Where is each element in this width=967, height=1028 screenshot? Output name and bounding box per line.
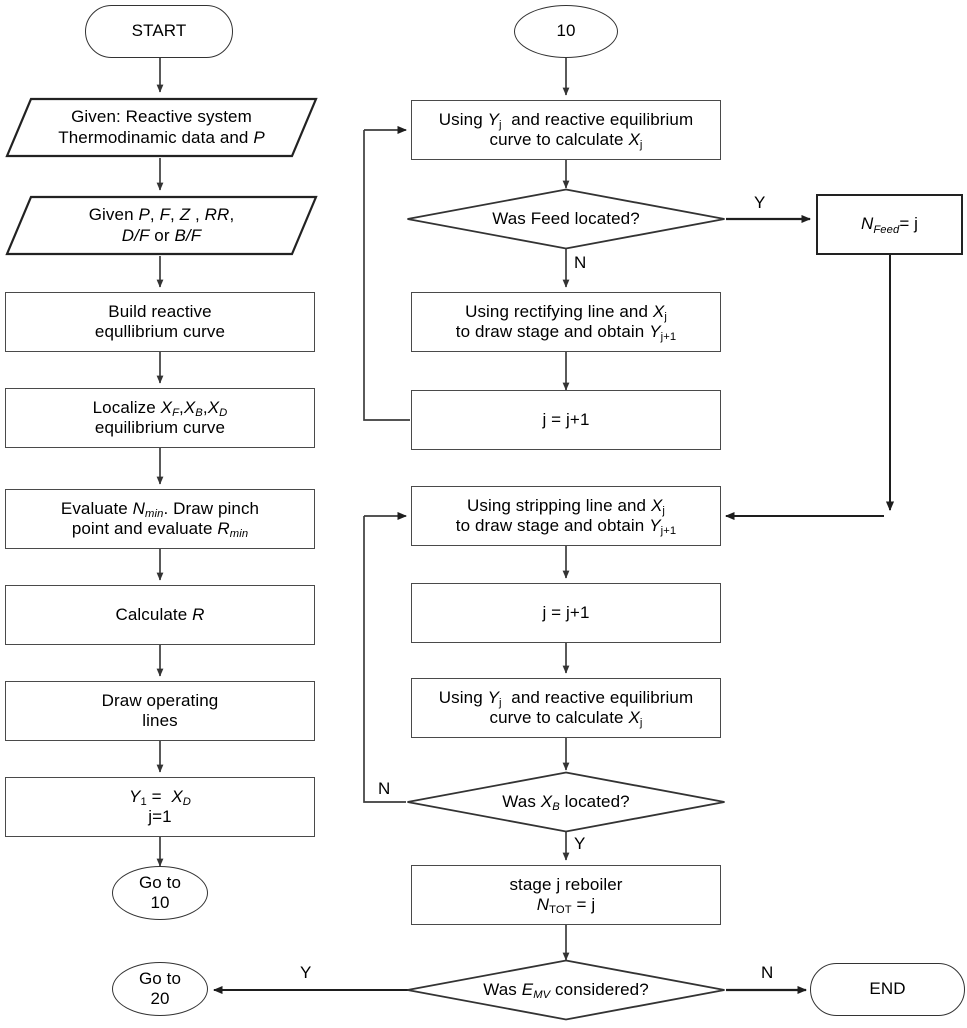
node-localize-line2: equilibrium curve bbox=[94, 418, 226, 437]
edge-label-feed-yes: Y bbox=[754, 193, 766, 212]
node-build-curve-line1: Build reactive bbox=[108, 301, 212, 321]
node-incr-j-top-label: j = j+1 bbox=[542, 409, 590, 429]
node-given-system[interactable]: Given: Reactive system Thermodinamic dat… bbox=[5, 97, 318, 158]
node-was-feed-located[interactable]: Was Feed located? bbox=[406, 188, 726, 250]
edge-label-feed-no: N bbox=[574, 253, 587, 272]
diamond-shape bbox=[407, 188, 725, 250]
diamond-shape bbox=[407, 771, 725, 833]
node-reboiler[interactable]: stage j reboiler NTOT = j bbox=[411, 865, 721, 925]
node-goto-20-line1: Go to bbox=[138, 968, 182, 988]
node-nfeed-label: NFeed= j bbox=[860, 214, 919, 236]
node-stripping[interactable]: Using stripping line and Xj to draw stag… bbox=[411, 486, 721, 546]
node-draw-lines-line1: Draw operating bbox=[101, 690, 219, 710]
node-stripping-line2: to draw stage and obtain Yj+1 bbox=[455, 516, 677, 538]
node-localize-line1: Localize XF,XB,XD bbox=[92, 397, 228, 420]
edge-label-xb-yes: Y bbox=[574, 834, 586, 853]
node-given-system-line2: Thermodinamic data and P bbox=[58, 127, 265, 147]
node-build-curve[interactable]: Build reactive equllibrium curve bbox=[5, 292, 315, 352]
parallelogram-shape bbox=[5, 97, 318, 158]
node-end-label: END bbox=[869, 979, 906, 999]
node-calculate-r-label: Calculate R bbox=[115, 604, 205, 624]
node-was-emv-considered-label: Was EMV considered? bbox=[483, 979, 649, 1002]
node-using-yj-bottom-line1: Using Yj and reactive equilibrium bbox=[438, 687, 694, 710]
node-using-yj-bottom-line2: curve to calculate Xj bbox=[489, 708, 643, 730]
node-goto-10-line2: 10 bbox=[150, 893, 170, 912]
node-connector-10[interactable]: 10 bbox=[514, 5, 618, 58]
node-evaluate-nmin-line1: Evaluate Nmin. Draw pinch bbox=[60, 498, 260, 521]
node-was-emv-considered[interactable]: Was EMV considered? bbox=[406, 959, 726, 1021]
node-localize[interactable]: Localize XF,XB,XD equilibrium curve bbox=[5, 388, 315, 448]
node-reboiler-line1: stage j reboiler bbox=[509, 874, 623, 894]
node-given-params-line1: Given P, F, Z , RR, bbox=[88, 205, 235, 225]
node-draw-lines-line2: lines bbox=[142, 711, 178, 730]
edge-label-emv-no: N bbox=[761, 963, 774, 982]
parallelogram-shape bbox=[5, 195, 318, 256]
edge-label-xb-no: N bbox=[378, 779, 391, 798]
node-using-yj-top[interactable]: Using Yj and reactive equilibrium curve … bbox=[411, 100, 721, 160]
node-end[interactable]: END bbox=[810, 963, 965, 1016]
node-rectifying[interactable]: Using rectifying line and Xj to draw sta… bbox=[411, 292, 721, 352]
node-start-label: START bbox=[131, 21, 187, 41]
node-given-system-line1: Given: Reactive system bbox=[71, 107, 252, 127]
node-build-curve-line2: equllibrium curve bbox=[94, 322, 226, 341]
node-given-params[interactable]: Given P, F, Z , RR, D/F or B/F bbox=[5, 195, 318, 256]
node-evaluate-nmin[interactable]: Evaluate Nmin. Draw pinch point and eval… bbox=[5, 489, 315, 549]
node-was-feed-located-label: Was Feed located? bbox=[492, 208, 640, 228]
node-using-yj-bottom[interactable]: Using Yj and reactive equilibrium curve … bbox=[411, 678, 721, 738]
node-calculate-r[interactable]: Calculate R bbox=[5, 585, 315, 645]
node-using-yj-top-line1: Using Yj and reactive equilibrium bbox=[438, 109, 694, 132]
node-nfeed[interactable]: NFeed= j bbox=[816, 194, 963, 255]
node-goto-10[interactable]: Go to 10 bbox=[112, 866, 208, 920]
edge-label-emv-yes: Y bbox=[300, 963, 312, 982]
diamond-shape bbox=[407, 959, 725, 1021]
node-goto-10-line1: Go to bbox=[138, 872, 182, 892]
edge-loop-rectifying-return bbox=[363, 130, 410, 421]
node-stripping-line1: Using stripping line and Xj bbox=[467, 495, 665, 518]
node-rectifying-line2: to draw stage and obtain Yj+1 bbox=[455, 322, 677, 344]
node-was-xb-located-label: Was XB located? bbox=[502, 791, 630, 814]
edge-loop-stripping-return bbox=[363, 516, 406, 803]
node-using-yj-top-line2: curve to calculate Xj bbox=[489, 130, 643, 152]
node-goto-20[interactable]: Go to 20 bbox=[112, 962, 208, 1016]
node-rectifying-line1: Using rectifying line and Xj bbox=[465, 301, 667, 324]
node-given-params-line2: D/F or B/F bbox=[121, 225, 202, 245]
node-init-y1-line2: j=1 bbox=[148, 807, 172, 826]
node-goto-20-line2: 20 bbox=[150, 989, 170, 1008]
node-evaluate-nmin-line2: point and evaluate Rmin bbox=[71, 519, 249, 541]
node-init-y1-line1: Y1 = XD bbox=[129, 786, 191, 809]
node-init-y1[interactable]: Y1 = XD j=1 bbox=[5, 777, 315, 837]
node-reboiler-line2: NTOT = j bbox=[536, 895, 596, 917]
node-incr-j-bottom[interactable]: j = j+1 bbox=[411, 583, 721, 643]
node-incr-j-top[interactable]: j = j+1 bbox=[411, 390, 721, 450]
node-incr-j-bottom-label: j = j+1 bbox=[542, 602, 590, 622]
node-was-xb-located[interactable]: Was XB located? bbox=[406, 771, 726, 833]
node-draw-lines[interactable]: Draw operating lines bbox=[5, 681, 315, 741]
node-connector-10-label: 10 bbox=[556, 21, 576, 41]
node-start[interactable]: START bbox=[85, 5, 233, 58]
